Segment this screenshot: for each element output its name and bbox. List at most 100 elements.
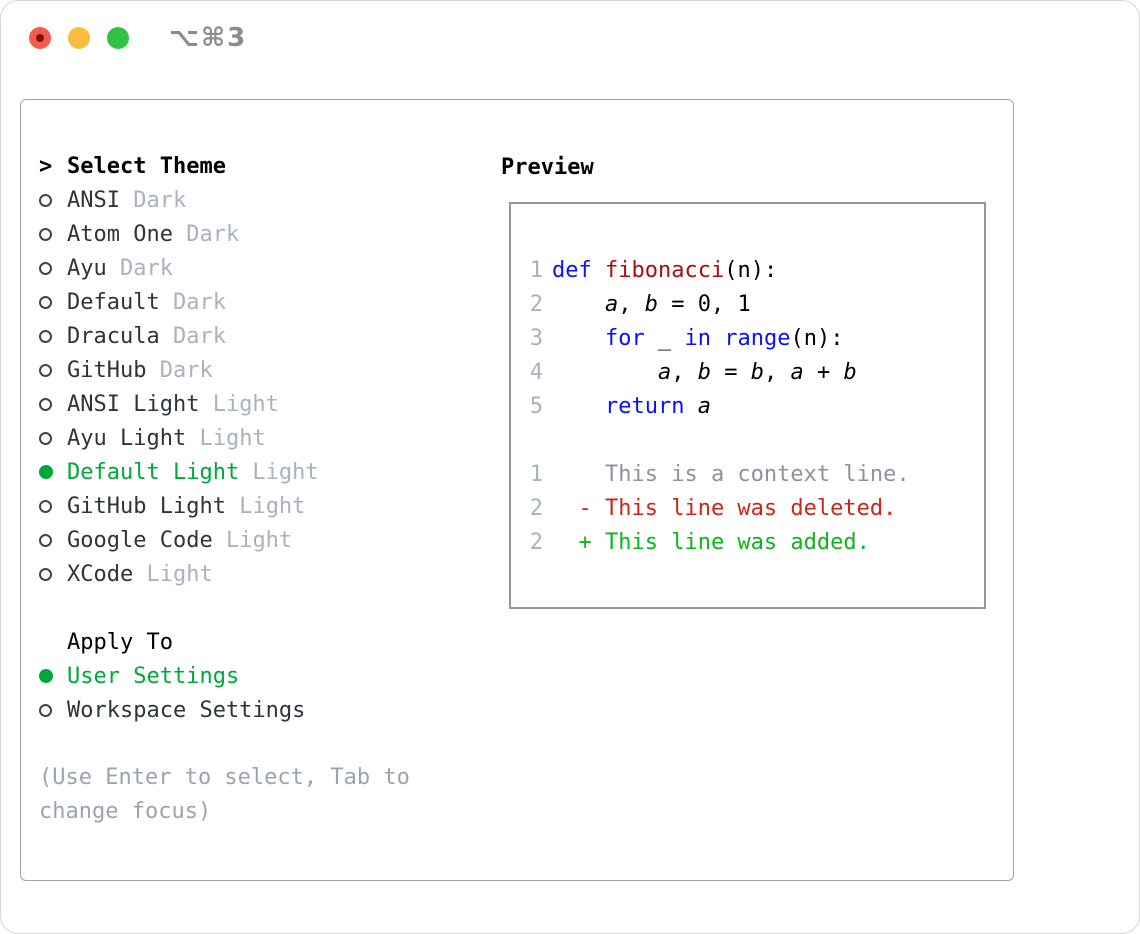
code-token: , (671, 359, 698, 385)
radio-slot (39, 227, 67, 241)
theme-variant: Dark (146, 357, 213, 383)
radio-selected-icon (39, 669, 53, 683)
code-line: 1 This is a context line. (529, 457, 984, 491)
code-token: = 0, 1 (657, 291, 751, 317)
radio-slot (39, 533, 67, 547)
code-token: b (697, 359, 711, 385)
apply-option[interactable]: User Settings (39, 659, 305, 693)
code-token: a (604, 291, 619, 317)
theme-variant: Light (199, 391, 279, 417)
code-token (552, 394, 605, 419)
radio-selected-icon (39, 465, 53, 479)
theme-variant: Light (225, 493, 306, 519)
code-text: a, b = b, a + b (552, 360, 857, 385)
theme-variant: Dark (159, 323, 226, 349)
radio-icon (39, 295, 52, 309)
theme-option[interactable]: Default Dark (39, 285, 319, 319)
theme-option[interactable]: ANSI Dark (39, 183, 319, 217)
theme-variant: Light (133, 561, 213, 587)
theme-option[interactable]: Google Code Light (39, 523, 319, 557)
code-token: _ (644, 325, 685, 351)
theme-name: Google Code (67, 527, 213, 553)
theme-name: Default Light (67, 459, 240, 485)
theme-variant: Dark (106, 255, 173, 281)
code-line (529, 423, 984, 457)
theme-option[interactable]: Atom One Dark (39, 217, 319, 251)
code-token: - This line was deleted. (552, 495, 897, 521)
select-theme-header-row: > Select Theme (39, 149, 319, 183)
radio-slot (39, 397, 67, 411)
select-theme-header: Select Theme (67, 153, 226, 179)
code-token: This is a context line. (552, 461, 910, 487)
radio-slot (39, 193, 67, 207)
theme-option[interactable]: XCode Light (39, 557, 319, 591)
code-token: (n): (724, 257, 778, 283)
titlebar: ⌥⌘3 (1, 1, 1139, 75)
theme-name: Atom One (67, 221, 173, 247)
code-token: a (790, 359, 804, 385)
theme-name: Ayu Light (67, 425, 187, 451)
code-line: 5 return a (529, 389, 984, 423)
radio-slot (39, 431, 67, 445)
theme-name: XCode (67, 561, 134, 587)
code-text: + This line was added. (552, 530, 869, 555)
theme-option[interactable]: Ayu Light Light (39, 421, 319, 455)
radio-icon (39, 261, 52, 275)
code-token (552, 326, 605, 351)
theme-name: GitHub Light (67, 493, 226, 519)
line-number: 4 (529, 359, 543, 385)
theme-option[interactable]: GitHub Light Light (39, 489, 319, 523)
code-token (592, 258, 605, 283)
code-line: 3 for _ in range(n): (529, 321, 984, 355)
theme-name: Ayu (67, 255, 107, 281)
code-token: return (604, 393, 685, 419)
radio-slot (39, 261, 67, 275)
theme-option[interactable]: ANSI Light Light (39, 387, 319, 421)
close-button[interactable] (29, 27, 51, 49)
minimize-button[interactable] (68, 27, 90, 49)
radio-icon (39, 329, 52, 343)
code-token: = (710, 359, 751, 385)
code-token (684, 394, 697, 419)
code-token (552, 292, 605, 317)
theme-option[interactable]: GitHub Dark (39, 353, 319, 387)
code-line: 2 a, b = 0, 1 (529, 287, 984, 321)
theme-variant: Light (186, 425, 266, 451)
radio-icon (39, 533, 52, 547)
code-token: a (697, 393, 711, 419)
code-token: b (750, 359, 764, 385)
theme-variant: Dark (159, 289, 226, 315)
radio-slot (39, 669, 67, 683)
maximize-button[interactable] (107, 27, 129, 49)
keyboard-hint: (Use Enter to select, Tab to change focu… (39, 765, 410, 824)
code-token: in (684, 325, 711, 351)
line-number: 5 (529, 393, 543, 419)
code-text: This is a context line. (552, 462, 910, 487)
theme-name: Default (67, 289, 160, 315)
theme-name: Dracula (67, 323, 160, 349)
code-token: b (644, 291, 658, 317)
theme-option[interactable]: Ayu Dark (39, 251, 319, 285)
theme-name: ANSI Light (67, 391, 200, 417)
window-title: ⌥⌘3 (169, 23, 248, 53)
code-line: 2 + This line was added. (529, 525, 984, 559)
code-text: def fibonacci(n): (552, 258, 777, 283)
preview-header: Preview (501, 154, 594, 180)
radio-icon (39, 431, 52, 445)
code-token: (n): (790, 325, 844, 351)
theme-option[interactable]: Default Light Light (39, 455, 319, 489)
apply-option[interactable]: Workspace Settings (39, 693, 305, 727)
radio-icon (39, 193, 52, 207)
code-token: range (724, 325, 791, 351)
theme-variant: Light (239, 459, 319, 485)
theme-option[interactable]: Dracula Dark (39, 319, 319, 353)
apply-to-header-row: Apply To (39, 625, 305, 659)
line-number: 3 (529, 325, 543, 351)
